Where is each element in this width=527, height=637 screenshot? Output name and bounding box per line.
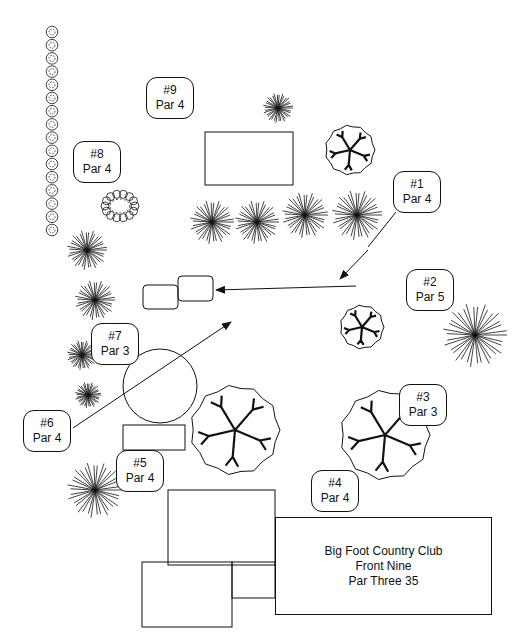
- tree-branches: [330, 131, 370, 171]
- hole-callout: #2Par 5: [406, 269, 454, 311]
- tee-box: [178, 276, 213, 301]
- pine-tree: [332, 191, 382, 240]
- shrub: [46, 224, 58, 236]
- shrub: [46, 145, 58, 157]
- green-rect: [123, 425, 185, 450]
- pine-tree: [67, 231, 107, 270]
- par-label: Par 4: [403, 192, 432, 207]
- building: [142, 562, 232, 627]
- shrub-texture: [49, 95, 55, 101]
- pine-tree: [282, 193, 328, 238]
- hole-callout: #8Par 4: [73, 141, 121, 183]
- shrub: [46, 119, 58, 131]
- shrub-texture: [49, 135, 55, 141]
- par-label: Par 5: [416, 290, 445, 305]
- clubhouse-text: Front Nine: [355, 559, 411, 574]
- building: [168, 490, 275, 565]
- shrub-texture: [49, 55, 55, 61]
- shrub: [46, 66, 58, 78]
- hole-number: #6: [40, 416, 53, 431]
- hole-callout: #4Par 4: [311, 470, 359, 512]
- deciduous-tree: [342, 391, 430, 480]
- shrub: [46, 158, 58, 170]
- shrub-texture: [49, 187, 55, 193]
- clubhouse-box: Big Foot Country ClubFront NinePar Three…: [275, 517, 492, 615]
- pine-tree: [75, 281, 115, 320]
- deciduous-tree: [341, 305, 384, 349]
- deciduous-tree: [192, 386, 280, 475]
- shrub: [46, 198, 58, 210]
- hole-callout: #5Par 4: [116, 450, 164, 492]
- deciduous-tree: [326, 125, 375, 174]
- green-rect: [205, 132, 293, 185]
- shrub: [46, 132, 58, 144]
- hole-number: #4: [328, 476, 341, 491]
- par-label: Par 3: [409, 405, 438, 420]
- hole-callout: #1Par 4: [393, 171, 441, 213]
- hole-number: #9: [163, 83, 176, 98]
- leader-arrow: [73, 322, 231, 428]
- par-label: Par 4: [126, 471, 155, 486]
- shrub-texture: [49, 29, 55, 35]
- leader-line: [368, 212, 396, 247]
- bush: [130, 197, 138, 205]
- shrub-texture: [49, 174, 55, 180]
- shrub-texture: [49, 121, 55, 127]
- shrub-texture: [49, 42, 55, 48]
- par-label: Par 4: [321, 491, 350, 506]
- bush-texture: [110, 199, 130, 213]
- shrub-texture: [49, 148, 55, 154]
- shrub: [46, 92, 58, 104]
- shrub-texture: [49, 108, 55, 114]
- clubhouse-text: Par Three 35: [349, 574, 419, 589]
- hole-number: #2: [423, 275, 436, 290]
- shrub-texture: [49, 214, 55, 220]
- building: [232, 562, 275, 598]
- hole-number: #8: [90, 147, 103, 162]
- par-label: Par 4: [83, 162, 112, 177]
- hole-number: #1: [410, 177, 423, 192]
- leader-arrow: [216, 286, 356, 290]
- shrub: [46, 171, 58, 183]
- tee-box: [143, 285, 178, 309]
- shrub-texture: [49, 161, 55, 167]
- shrub-texture: [49, 69, 55, 75]
- pine-tree: [190, 201, 234, 244]
- tree-branches: [198, 396, 271, 467]
- shrub-texture: [49, 227, 55, 233]
- hole-number: #3: [416, 390, 429, 405]
- shrub: [46, 105, 58, 117]
- pine-tree: [444, 304, 508, 367]
- par-label: Par 3: [101, 344, 130, 359]
- clubhouse-text: Big Foot Country Club: [324, 544, 442, 559]
- shrub-texture: [49, 82, 55, 88]
- hole-callout: #6Par 4: [23, 410, 71, 452]
- par-label: Par 4: [156, 98, 185, 113]
- pine-tree: [68, 463, 124, 518]
- shrub: [46, 26, 58, 38]
- bush: [101, 202, 109, 210]
- hole-callout: #3Par 3: [399, 384, 447, 426]
- par-label: Par 4: [33, 431, 62, 446]
- pine-tree: [235, 201, 279, 244]
- bush: [103, 207, 111, 215]
- shrub: [46, 39, 58, 51]
- leader-arrow: [340, 250, 368, 279]
- hole-number: #5: [133, 456, 146, 471]
- shrub-texture: [49, 201, 55, 207]
- tree-branches: [344, 310, 380, 345]
- shrub: [46, 53, 58, 65]
- hole-callout: #9Par 4: [146, 77, 194, 119]
- shrub: [46, 79, 58, 91]
- hole-number: #7: [108, 329, 121, 344]
- shrub: [46, 211, 58, 223]
- pine-tree: [263, 94, 293, 123]
- hole-callout: #7Par 3: [91, 323, 139, 365]
- shrub: [46, 185, 58, 197]
- bush: [131, 202, 139, 210]
- pine-tree: [75, 383, 101, 408]
